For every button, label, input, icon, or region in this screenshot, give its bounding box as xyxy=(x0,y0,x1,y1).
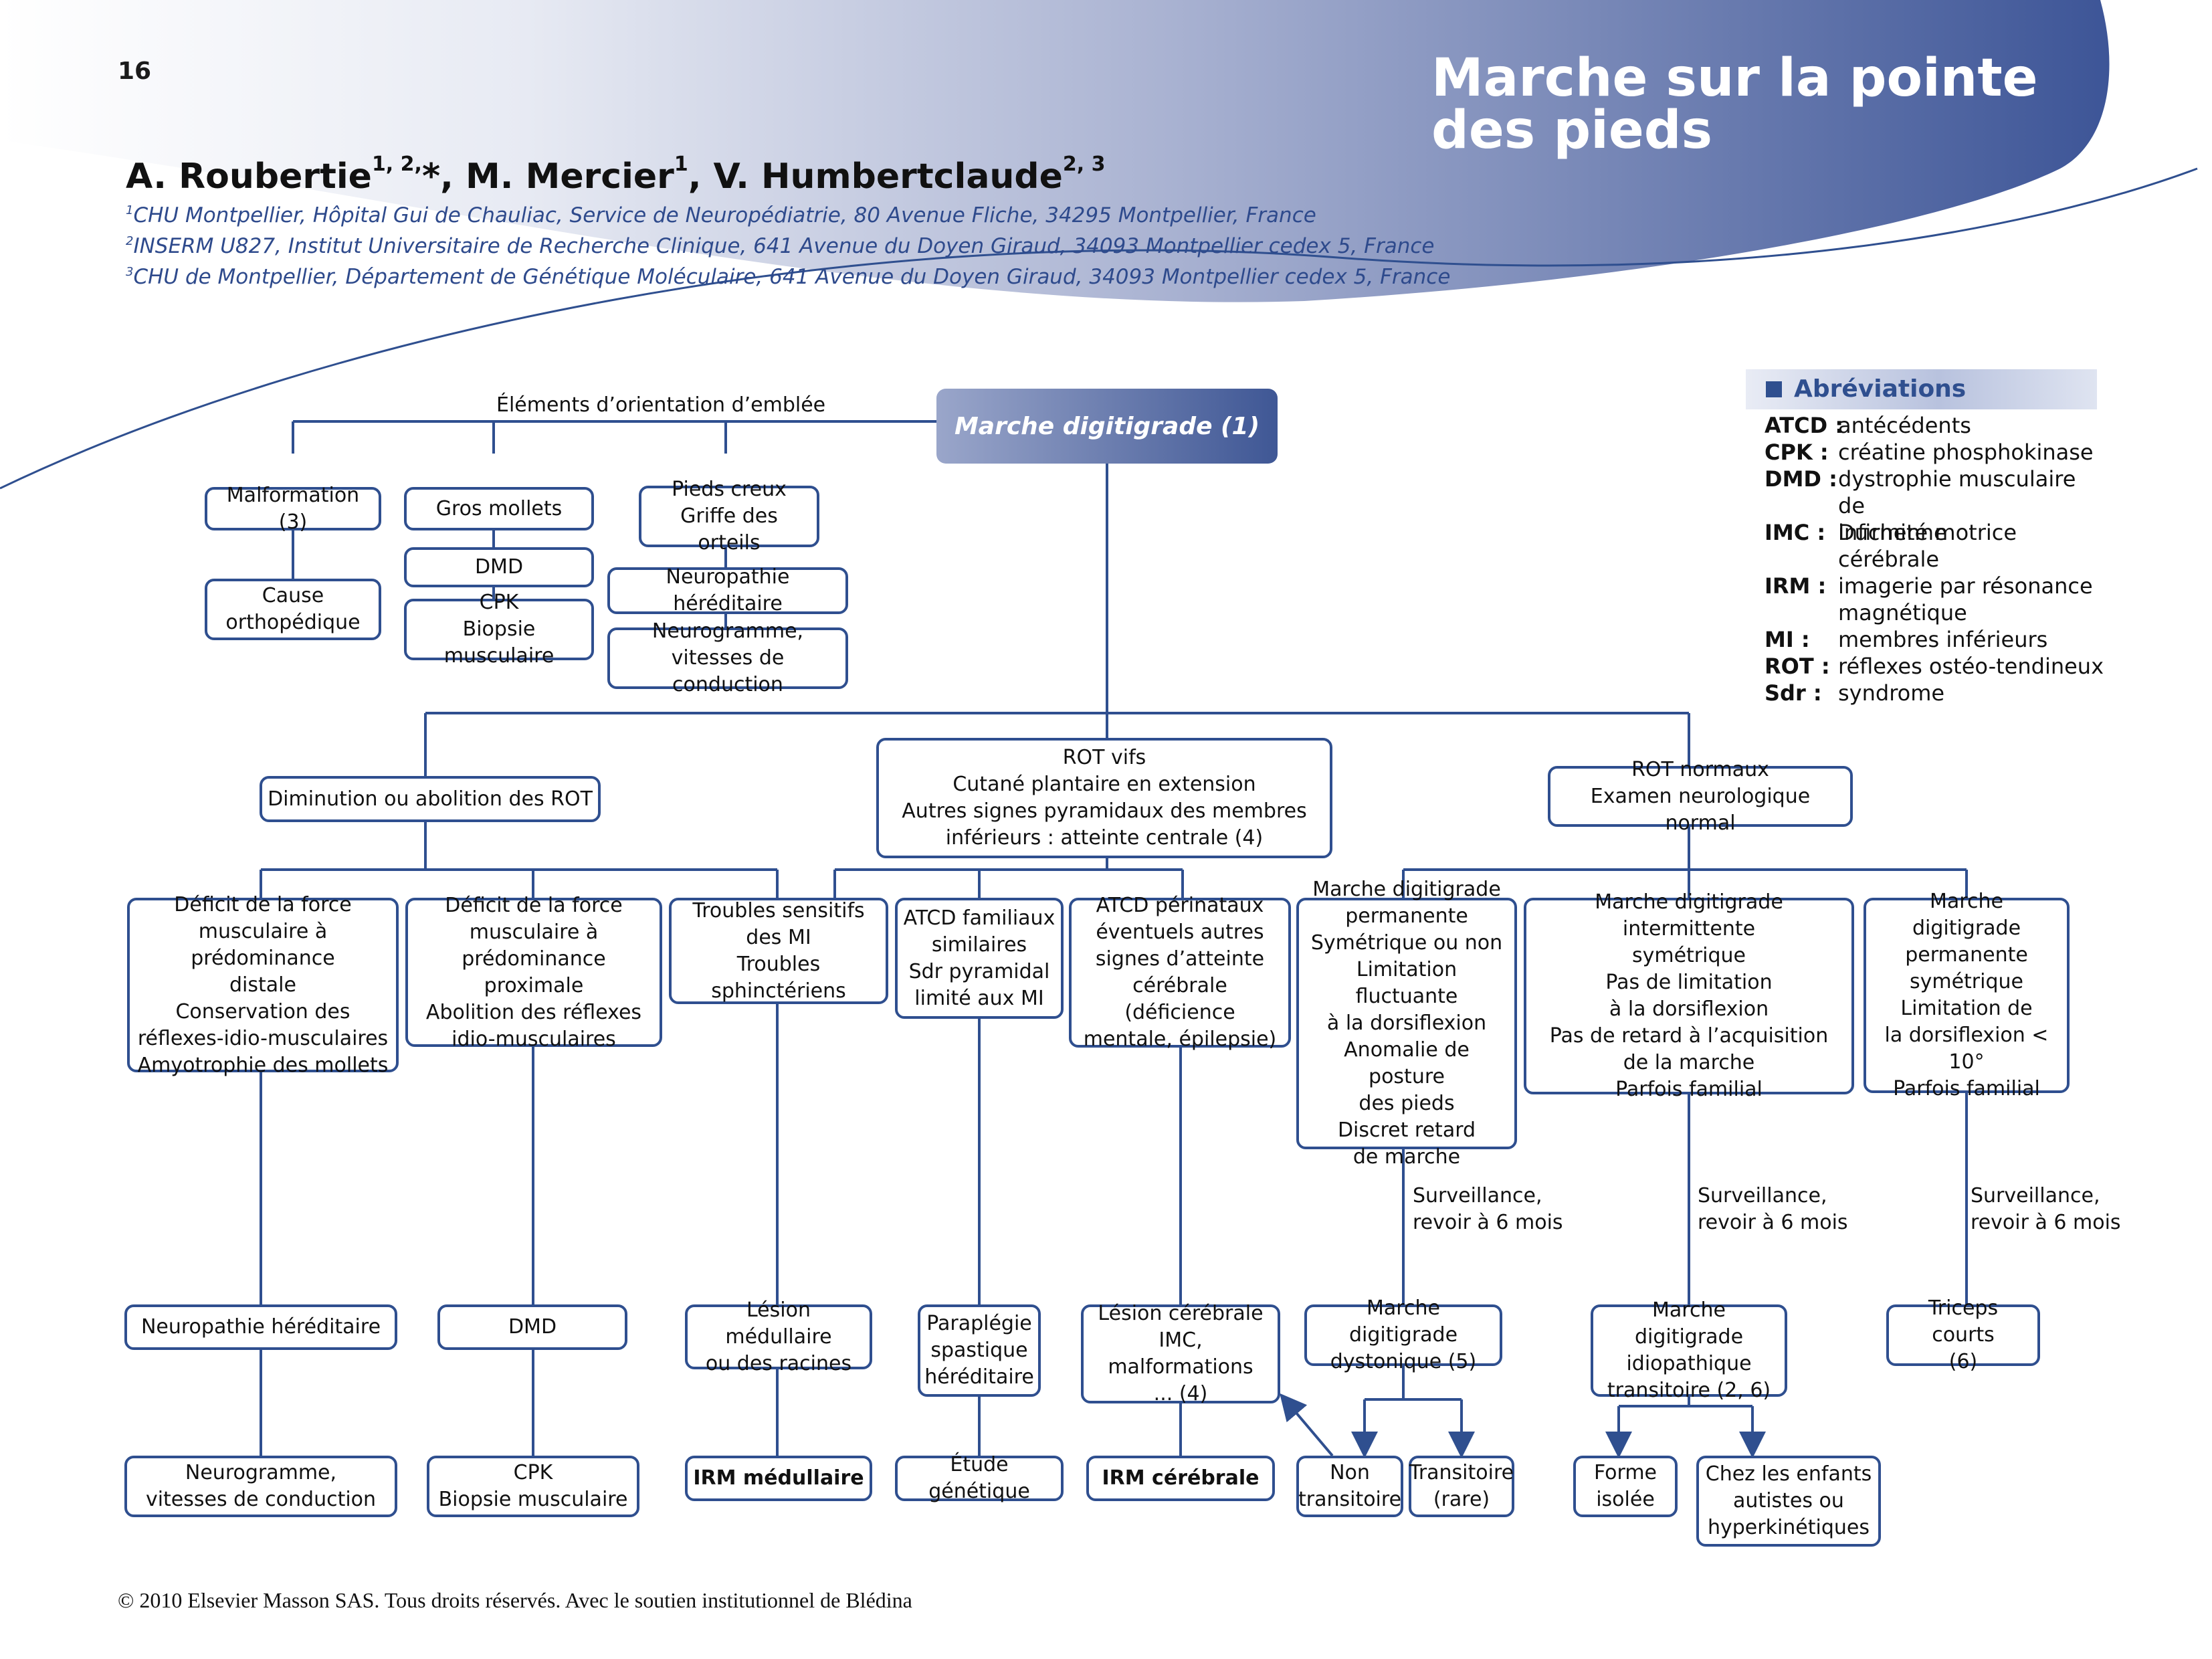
node-irm-cerebrale: IRM cérébrale xyxy=(1086,1456,1275,1501)
node-pieds-creux: Pieds creux Griffe des orteils xyxy=(639,478,819,555)
affiliation-1-num: 1 xyxy=(126,203,134,217)
author-1-star: * xyxy=(421,157,441,197)
node-diminution-rot: Diminution ou abolition des ROT xyxy=(260,776,601,822)
node-marche-intermittente: Marche digitigrade intermittente symétri… xyxy=(1524,890,1854,1101)
abbr-key: IRM : xyxy=(1765,573,1827,599)
abbr-value: syndrome xyxy=(1838,680,1945,706)
node-lesion-medullaire: Lésion médullaire ou des racines xyxy=(685,1298,872,1375)
author-2-affil: 1 xyxy=(674,153,688,176)
node-malformation: Malformation (3) xyxy=(205,484,381,534)
abbr-key: Sdr : xyxy=(1765,680,1822,706)
abbr-key: DMD : xyxy=(1765,466,1837,492)
node-deficit-distal: Déficit de la force musculaire à prédomi… xyxy=(127,893,399,1077)
node-neuropathie-top: Neuropathie héréditaire xyxy=(607,565,848,615)
affiliation-1-text: CHU Montpellier, Hôpital Gui de Chauliac… xyxy=(133,203,1316,227)
abbr-value: antécédents xyxy=(1838,413,1971,438)
abbreviations-panel: Abréviations ATCD :antécédents CPK : créa… xyxy=(1746,369,2104,706)
abbr-key: CPK : xyxy=(1765,440,1829,465)
node-dmd-bottom: DMD xyxy=(437,1304,627,1350)
author-3: , V. Humbertclaude xyxy=(688,157,1063,197)
page-title: Marche sur la pointe des pieds xyxy=(1431,48,2038,161)
node-dystonique: Marche digitigrade dystonique (5) xyxy=(1304,1296,1502,1373)
surveillance-label-1: Surveillance, revoir à 6 mois xyxy=(1413,1184,1563,1234)
root-node: Marche digitigrade (1) xyxy=(936,389,1278,464)
node-forme-isolee: Forme isolée xyxy=(1573,1456,1678,1517)
node-cpk-bottom: CPK Biopsie musculaire xyxy=(427,1456,639,1517)
node-lesion-cerebrale: Lésion cérébrale IMC, malformations ... … xyxy=(1081,1302,1280,1405)
node-irm-medullaire: IRM médullaire xyxy=(685,1456,872,1501)
node-transitoire: Transitoire (rare) xyxy=(1409,1456,1514,1517)
abbreviations-heading-text: Abréviations xyxy=(1794,375,1967,403)
node-troubles-sensitifs: Troubles sensitifs des MI Troubles sphin… xyxy=(669,898,888,1004)
connector-lines xyxy=(260,420,1968,1456)
affiliation-1: 1CHU Montpellier, Hôpital Gui de Chaulia… xyxy=(126,203,1316,227)
abbr-key: ATCD : xyxy=(1765,413,1844,438)
node-marche-permanente: Marche digitigrade permanente Symétrique… xyxy=(1296,878,1517,1169)
node-atcd-familiaux: ATCD familiaux similaires Sdr pyramidal … xyxy=(895,898,1064,1019)
node-non-transitoire: Non transitoire xyxy=(1296,1456,1403,1517)
arrows xyxy=(1280,1393,1766,1458)
surveillance-label-2: Surveillance, revoir à 6 mois xyxy=(1698,1184,1848,1234)
node-marche-symetrique: Marche digitigrade permanente symétrique… xyxy=(1864,890,2070,1100)
header-banner xyxy=(0,0,2110,302)
node-cpk-top: CPK Biopsie musculaire xyxy=(404,591,594,668)
footer-copyright: © 2010 Elsevier Masson SAS. Tous droits … xyxy=(118,1588,912,1612)
surveillance-label-3: Surveillance, revoir à 6 mois xyxy=(1971,1184,2121,1234)
node-rot-normaux: ROT normaux Examen neurologique normal xyxy=(1548,758,1853,835)
node-dmd-top: DMD xyxy=(404,547,594,587)
abbr-value: infirmité motrice cérébrale xyxy=(1838,520,2017,572)
author-1: A. Roubertie xyxy=(126,157,372,197)
abbr-key: IMC : xyxy=(1765,520,1826,545)
banner-swoosh xyxy=(0,167,2198,490)
page-number: 16 xyxy=(118,58,152,85)
node-cause-orthopedique: Cause orthopédique xyxy=(205,579,381,640)
node-neurogramme-top: Neurogramme, vitesses de conduction xyxy=(607,619,848,696)
abbreviations-heading: Abréviations xyxy=(1746,369,2097,409)
node-neuropathie-bottom: Neuropathie héréditaire xyxy=(124,1304,397,1350)
abbr-value: réflexes ostéo-tendineux xyxy=(1838,654,2104,679)
abbr-value: imagerie par résonance magnétique xyxy=(1838,573,2093,625)
abbr-key: ROT : xyxy=(1765,654,1830,679)
affiliation-2: 2INSERM U827, Institut Universitaire de … xyxy=(126,234,1434,258)
square-bullet-icon xyxy=(1766,381,1782,397)
node-deficit-proximal: Déficit de la force musculaire à prédomi… xyxy=(405,894,662,1051)
node-idiopathique: Marche digitigrade idiopathique transito… xyxy=(1591,1298,1787,1402)
affiliation-2-num: 2 xyxy=(126,234,134,248)
abbr-value: membres inférieurs xyxy=(1838,627,2048,652)
author-1-affil: 1, 2, xyxy=(371,153,422,176)
author-2: , M. Mercier xyxy=(440,157,674,197)
affiliation-3-text: CHU de Montpellier, Département de Génét… xyxy=(133,265,1451,289)
node-etude-genetique: Étude génétique xyxy=(895,1453,1064,1503)
abbr-value: créatine phosphokinase xyxy=(1838,440,2094,465)
node-enfants-autistes: Chez les enfants autistes ou hyperkinéti… xyxy=(1696,1456,1881,1547)
affiliation-2-text: INSERM U827, Institut Universitaire de R… xyxy=(133,234,1435,258)
affiliation-3-num: 3 xyxy=(126,265,134,279)
affiliation-3: 3CHU de Montpellier, Département de Géné… xyxy=(126,265,1450,289)
author-3-affil: 2, 3 xyxy=(1062,153,1106,176)
node-rot-vifs: ROT vifs Cutané plantaire en extension A… xyxy=(876,738,1332,858)
author-line: A. Roubertie1, 2,*, M. Mercier1, V. Humb… xyxy=(126,153,1106,197)
abbr-value: dystrophie musculaire de Duchenne xyxy=(1838,466,2076,545)
node-neurogramme-bottom: Neurogramme, vitesses de conduction xyxy=(124,1456,397,1517)
node-paraplegie: Paraplégie spastique héréditaire xyxy=(918,1304,1041,1397)
orientation-label: Éléments d’orientation d’emblée xyxy=(496,393,826,417)
node-triceps-courts: Triceps courts (6) xyxy=(1886,1296,2040,1373)
node-atcd-perinataux: ATCD périnataux éventuels autres signes … xyxy=(1069,894,1291,1051)
node-gros-mollets: Gros mollets xyxy=(404,487,594,530)
abbr-key: MI : xyxy=(1765,627,1810,652)
